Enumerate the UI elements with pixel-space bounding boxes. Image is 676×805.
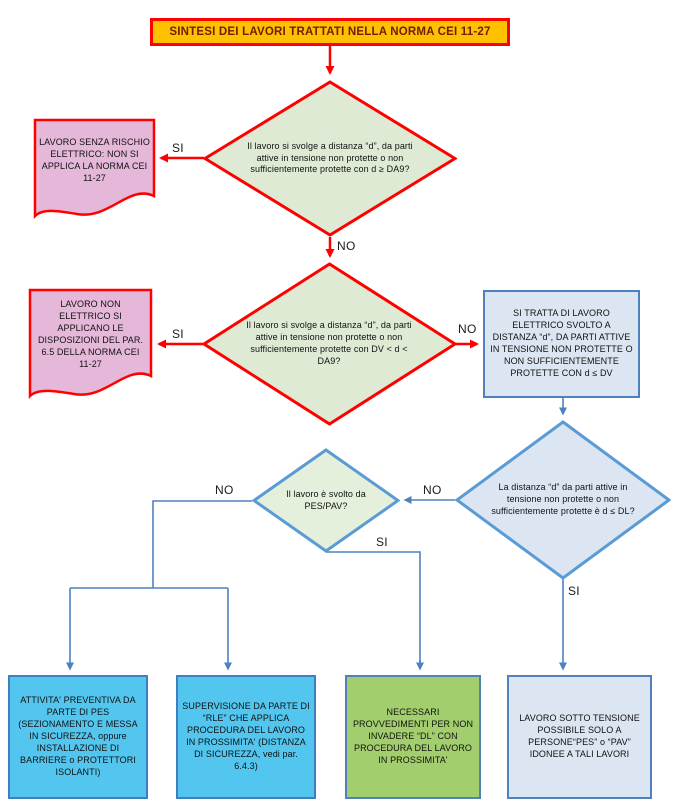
electrical-work-box-text: SI TRATTA DI LAVORO ELETTRICO SVOLTO A D… — [490, 308, 633, 378]
label-d2-si: SI — [172, 327, 184, 341]
edge-pes-no-elbow — [152, 500, 252, 588]
supervision-box: SUPERVISIONE DA PARTE DI “RLE” CHE APPLI… — [176, 675, 316, 799]
decision-distance-dl: La distanza “d” da parti attive in tensi… — [455, 420, 671, 580]
live-work-box: LAVORO SOTTO TENSIONE POSSIBILE SOLO A P… — [507, 675, 652, 799]
doc-non-electrical-work-text: LAVORO NON ELETTRICO SI APPLICANO LE DIS… — [37, 299, 144, 369]
diamond-shape — [202, 262, 457, 426]
preventive-activity-box-text: ATTIVITA' PREVENTIVA DA PARTE DI PES (SE… — [18, 695, 138, 777]
decision-distance-dl-text: La distanza “d” da parti attive in tensi… — [491, 482, 635, 516]
decision-pes-pav-text: Il lavoro è svolto da PES/PAV? — [286, 488, 366, 511]
diamond-shape — [455, 420, 671, 580]
decision-distance-da9: Il lavoro si svolge a distanza “d”, da p… — [203, 80, 457, 237]
document-shape — [28, 288, 153, 400]
doc-no-electrical-risk: LAVORO SENZA RISCHIO ELETTRICO: NON SI A… — [33, 118, 156, 220]
title-box: SINTESI DEI LAVORI TRATTATI NELLA NORMA … — [150, 18, 510, 46]
provisions-box-text: NECESSARI PROVVEDIMENTI PER NON INVADERE… — [352, 707, 474, 765]
diamond-shape — [252, 448, 400, 553]
decision-distance-dv-da9: Il lavoro si svolge a distanza “d”, da p… — [202, 262, 457, 426]
preventive-activity-box: ATTIVITA' PREVENTIVA DA PARTE DI PES (SE… — [8, 675, 148, 799]
decision-distance-da9-text: Il lavoro si svolge a distanza “d”, da p… — [247, 140, 413, 175]
label-dl-no: NO — [423, 483, 442, 497]
edge-pes-si-elbow — [326, 551, 421, 662]
label-dl-si: SI — [568, 584, 580, 598]
doc-no-electrical-risk-text: LAVORO SENZA RISCHIO ELETTRICO: NON SI A… — [39, 137, 150, 183]
supervision-box-text: SUPERVISIONE DA PARTE DI “RLE” CHE APPLI… — [182, 701, 310, 771]
label-d1-si: SI — [172, 141, 184, 155]
label-d2-no: NO — [458, 322, 477, 336]
decision-distance-dv-da9-text: Il lavoro si svolge a distanza “d”, da p… — [246, 320, 412, 366]
doc-non-electrical-work: LAVORO NON ELETTRICO SI APPLICANO LE DIS… — [28, 288, 153, 405]
live-work-box-text: LAVORO SOTTO TENSIONE POSSIBILE SOLO A P… — [519, 713, 640, 759]
label-d1-no: NO — [337, 239, 356, 253]
label-pes-si: SI — [376, 535, 388, 549]
electrical-work-box: SI TRATTA DI LAVORO ELETTRICO SVOLTO A D… — [483, 290, 640, 398]
decision-pes-pav: Il lavoro è svolto da PES/PAV? — [252, 448, 400, 553]
diamond-shape — [203, 80, 457, 237]
label-pes-no: NO — [215, 483, 234, 497]
document-shape — [33, 118, 156, 220]
provisions-box: NECESSARI PROVVEDIMENTI PER NON INVADERE… — [345, 675, 481, 799]
